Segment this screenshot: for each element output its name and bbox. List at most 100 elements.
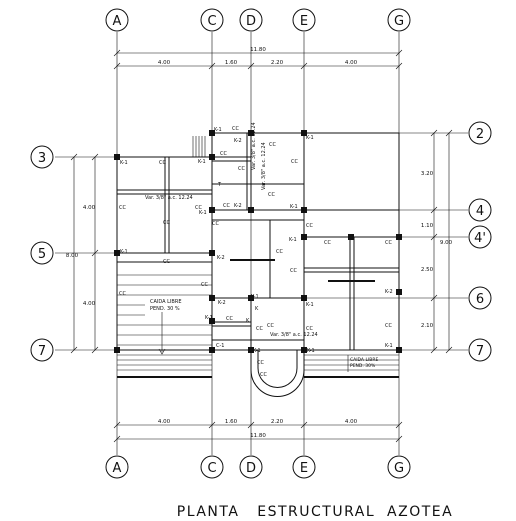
cc-label: CC xyxy=(119,205,126,211)
grid-label: 3 xyxy=(38,151,46,166)
cc-label: CC xyxy=(257,360,264,366)
structure-walls xyxy=(116,132,400,397)
grid-bubble-7-right: 7 xyxy=(468,338,492,362)
k1-label: K-1 xyxy=(120,249,128,255)
grid-bubble-G-bottom: G xyxy=(387,455,411,479)
drawing-title: PLANTA ESTRUCTURAL AZOTEA xyxy=(177,504,453,520)
grid-label: 6 xyxy=(476,292,484,307)
cc-label: CC xyxy=(232,126,239,132)
dimension-segment: 3.20 xyxy=(421,171,434,177)
cc-label: CC xyxy=(385,323,392,329)
k1-label: K-1 xyxy=(214,127,222,133)
k1-label: K-1 xyxy=(290,204,298,210)
structural-columns xyxy=(114,130,402,353)
cc-label: CC xyxy=(256,326,263,332)
dimension-segment: 1.10 xyxy=(421,223,434,229)
c1-label: C-1 xyxy=(216,343,224,349)
k2-label: K-2 xyxy=(218,300,226,306)
k1-label: K-1 xyxy=(205,315,213,321)
grid-label: D xyxy=(246,461,256,476)
k1-label: K-1 xyxy=(289,237,297,243)
cc-label: CC xyxy=(306,326,313,332)
grid-label: 5 xyxy=(38,247,46,262)
cc-label: CC xyxy=(291,159,298,165)
dimension-segment: 1.60 xyxy=(225,419,238,425)
grid-label: C xyxy=(207,461,216,476)
k-label: K xyxy=(246,318,250,324)
dimension-right: 3.20 1.10 2.50 2.10 9.00 xyxy=(421,129,453,354)
cc-label: CC xyxy=(306,223,313,229)
grid-label: E xyxy=(300,14,308,29)
cc-label: CC xyxy=(159,160,166,166)
k1-label: K-1 xyxy=(253,348,261,354)
grid-bubble-A-top: A xyxy=(105,8,129,32)
grid-label: 7 xyxy=(476,344,484,359)
cc-label: CC xyxy=(269,142,276,148)
cc-label: CC xyxy=(260,372,267,378)
grid-bubble-E-bottom: E xyxy=(292,455,316,479)
pend-label: PEND. 30 % xyxy=(150,306,180,312)
grid-bubble-7-left: 7 xyxy=(30,338,54,362)
grid-label: 4' xyxy=(474,231,486,246)
slope-note-right: CAIDA LIBRE PEND. 30% xyxy=(347,355,378,372)
caida-libre-label: CAIDA LIBRE xyxy=(150,299,181,305)
cc-label: CC xyxy=(212,221,219,227)
cc-label: CC xyxy=(267,323,274,329)
cc-label: CC xyxy=(195,205,202,211)
var-label: Var. 3/8" a.c. 12.24 xyxy=(270,332,318,338)
grid-bubble-6-right: 6 xyxy=(468,286,492,310)
dimension-segment: 2.10 xyxy=(421,323,434,329)
pend-label: PEND. 30% xyxy=(350,363,376,369)
dimension-segment: 4.00 xyxy=(158,419,171,425)
dimension-segment: 2.20 xyxy=(271,60,284,66)
k2-label: K-2 xyxy=(385,289,393,295)
element-labels: K-1 CC K-1 K-2 CC CC CC CC K-1 K-1 CC T … xyxy=(119,126,393,378)
k1-label: K-1 xyxy=(385,343,393,349)
var-label: Var. 3/8" a.c. 12.24 xyxy=(145,195,193,201)
k2-label: K-2 xyxy=(234,138,242,144)
grid-bubble-D-bottom: D xyxy=(239,455,263,479)
grid-label: A xyxy=(113,14,122,29)
dimension-segment: 1.60 xyxy=(225,60,238,66)
k1-label: K-1 xyxy=(199,210,207,216)
dimension-total: 11.80 xyxy=(250,433,266,439)
grid-bubble-4prime-right: 4' xyxy=(468,225,492,249)
cc-label: CC xyxy=(226,316,233,322)
k1-label: K-1 xyxy=(198,159,206,165)
k1-label: K-1 xyxy=(120,160,128,166)
stair-hatch xyxy=(192,136,206,157)
dimension-segment: 4.00 xyxy=(83,301,96,307)
grid-label: 2 xyxy=(476,127,484,142)
grid-bubble-A-bottom: A xyxy=(105,455,129,479)
grid-label: G xyxy=(394,14,404,29)
grid-label: D xyxy=(246,14,256,29)
dimension-total: 11.80 xyxy=(250,47,266,53)
cc-label: CC xyxy=(163,259,170,265)
dimension-segment: 4.00 xyxy=(158,60,171,66)
cc-label: CC xyxy=(268,192,275,198)
cc-label: CC xyxy=(223,203,230,209)
k2-label: K-2 xyxy=(217,255,225,261)
cc-label: CC xyxy=(324,240,331,246)
dimension-segment: 4.00 xyxy=(345,419,358,425)
k2-label: K-2 xyxy=(234,203,242,209)
grid-bubble-4-right: 4 xyxy=(468,198,492,222)
dimension-segment: 4.00 xyxy=(83,205,96,211)
dimension-total: 8.00 xyxy=(66,253,79,259)
slab-hatching xyxy=(117,274,399,371)
dimension-segment: 2.50 xyxy=(421,267,434,273)
dimension-segment: 2.20 xyxy=(271,419,284,425)
dimension-left: 8.00 4.00 4.00 xyxy=(66,153,99,354)
cc-label: CC xyxy=(385,240,392,246)
grid-bubble-G-top: G xyxy=(387,8,411,32)
cc-label: CC xyxy=(290,268,297,274)
dimension-total: 9.00 xyxy=(440,240,453,246)
grid-label: G xyxy=(394,461,404,476)
grid-bubble-C-bottom: C xyxy=(200,455,224,479)
k-label: K xyxy=(255,306,259,312)
grid-bubble-C-top: C xyxy=(200,8,224,32)
grid-bubble-E-top: E xyxy=(292,8,316,32)
cc-label: CC xyxy=(220,151,227,157)
t-label: T xyxy=(217,182,222,188)
